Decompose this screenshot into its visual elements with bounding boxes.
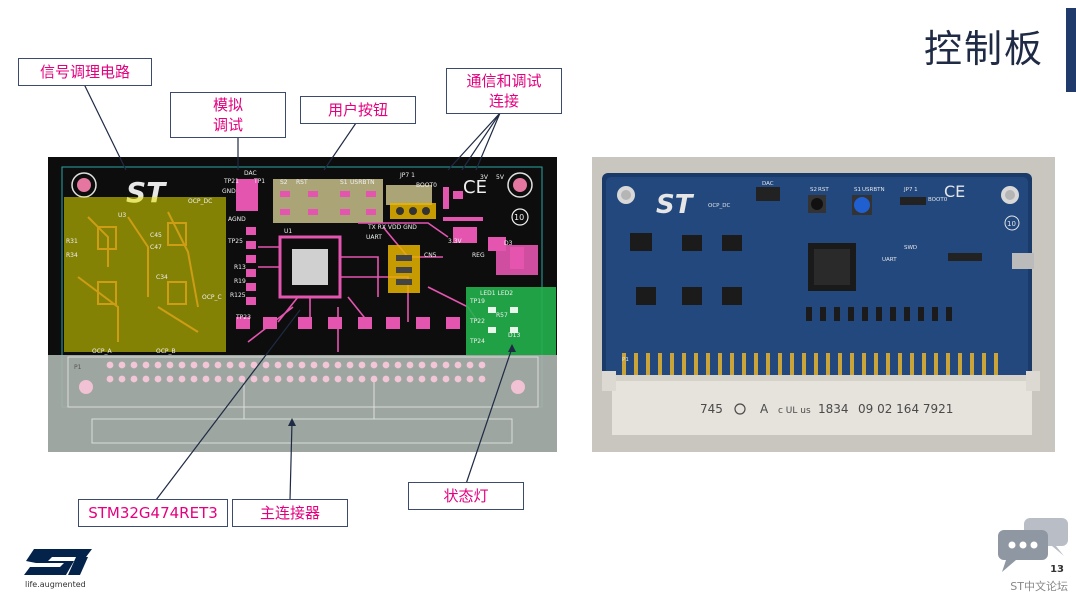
callout-analog-debug: 模拟 调试 bbox=[170, 92, 286, 138]
photo-connector-a: A bbox=[760, 402, 769, 416]
callout-user-buttons: 用户按钮 bbox=[300, 96, 416, 124]
title-accent-bar bbox=[1066, 8, 1076, 92]
pcb-layout-image: ST bbox=[48, 157, 557, 452]
pcb-label-r13: R13 bbox=[234, 264, 246, 271]
st-logo-svg bbox=[24, 549, 92, 575]
callout-status-led: 状态灯 bbox=[408, 482, 524, 510]
photo-ce-mark: CE bbox=[944, 182, 965, 201]
pcb-label-usrbtn: USRBTN bbox=[350, 179, 375, 186]
photo-label-ocp-dc: OCP_DC bbox=[708, 203, 730, 209]
pcb-label-d13: D13 bbox=[508, 332, 520, 339]
photo-label-usrbtn: USRBTN bbox=[862, 187, 885, 193]
pcb-label-uart: UART bbox=[366, 234, 382, 241]
callout-comm-debug-line1: 通信和调试 bbox=[466, 72, 542, 90]
callout-status-led-text: 状态灯 bbox=[443, 487, 489, 505]
pcb-label-r125: R125 bbox=[230, 292, 246, 299]
status-led-region bbox=[466, 287, 556, 355]
pcb-label-3v: 3V bbox=[480, 174, 489, 181]
pcb-label-tp24: TP24 bbox=[469, 338, 485, 345]
pcb-label-10: 10 bbox=[514, 213, 524, 222]
photo-connector-745: 745 bbox=[700, 402, 723, 416]
photo-label-swd: SWD bbox=[904, 245, 917, 251]
signal-conditioning-region bbox=[64, 197, 226, 352]
pcb-label-r19: R19 bbox=[234, 278, 246, 285]
photo-label-10: 10 bbox=[1007, 220, 1016, 228]
callout-signal-conditioning: 信号调理电路 bbox=[18, 58, 152, 86]
callout-analog-debug-line1: 模拟 bbox=[212, 96, 243, 114]
pcb-layout-svg: ST bbox=[48, 157, 557, 452]
photo-label-p1: P1 bbox=[622, 357, 629, 363]
pcb-label-u3: U3 bbox=[118, 212, 126, 219]
photo-label-s1: S1 bbox=[854, 187, 861, 193]
pcb-label-rst: RST bbox=[296, 179, 308, 186]
pcb-label-led-trio: LED1 LED2 bbox=[480, 290, 513, 297]
page-number: 13 bbox=[1050, 564, 1064, 575]
pcb-label-3v3: 3.3V bbox=[448, 238, 463, 245]
pcb-label-gnd: GND bbox=[222, 188, 236, 195]
callout-main-connector-text: 主连接器 bbox=[259, 504, 320, 522]
pcb-label-p1: P1 bbox=[74, 364, 82, 371]
pcb-label-s1: S1 bbox=[340, 179, 348, 186]
pcb-label-tp25: TP25 bbox=[227, 238, 243, 245]
pcb-label-ocp-b: OCP_B bbox=[156, 348, 176, 355]
photo-label-uart: UART bbox=[882, 257, 897, 263]
st-logo bbox=[22, 545, 94, 583]
pcb-label-dac: DAC bbox=[244, 170, 257, 177]
board-photo-svg: ST CE 10 74 bbox=[592, 157, 1055, 452]
board-photo: ST CE 10 74 bbox=[592, 157, 1055, 452]
pcb-label-r34: R34 bbox=[66, 252, 78, 259]
pcb-label-agnd: AGND bbox=[228, 216, 246, 223]
callout-comm-debug-line2: 连接 bbox=[488, 92, 519, 110]
pcb-label-jp71: JP7 1 bbox=[399, 172, 415, 179]
pcb-label-ocp-dc: OCP_DC bbox=[188, 198, 212, 205]
pcb-label-ocp-c: OCP_C bbox=[202, 294, 222, 301]
pcb-label-tp22: TP22 bbox=[469, 318, 485, 325]
pcb-label-tp21: TP21 bbox=[223, 178, 239, 185]
photo-label-jp7: JP7 1 bbox=[903, 187, 918, 193]
pcb-label-tp23: TP23 bbox=[235, 314, 251, 321]
pcb-label-c47: C47 bbox=[150, 244, 162, 251]
pcb-label-tx-rx: TX RX VDD GND bbox=[367, 224, 417, 231]
st-tagline: life.augmented bbox=[25, 580, 86, 589]
photo-st-logo: ST bbox=[656, 190, 695, 220]
pcb-label-u1: U1 bbox=[284, 228, 292, 235]
photo-label-rst: RST bbox=[818, 187, 829, 193]
pcb-label-bootd: BOOT0 bbox=[416, 182, 437, 189]
callout-main-connector: 主连接器 bbox=[232, 499, 348, 527]
photo-label-boot: BOOT0 bbox=[928, 197, 948, 203]
photo-label-dac: DAC bbox=[762, 181, 774, 187]
callout-mcu-text: STM32G474RET3 bbox=[88, 504, 218, 522]
callout-comm-debug: 通信和调试 连接 bbox=[446, 68, 562, 114]
photo-connector-part: 09 02 164 7921 bbox=[858, 402, 953, 416]
slide-title: 控制板 bbox=[923, 27, 1044, 71]
pcb-label-tp19: TP19 bbox=[469, 298, 485, 305]
pcb-label-s2: S2 bbox=[280, 179, 288, 186]
chat-bubble-icon bbox=[998, 518, 1068, 572]
pcb-label-c34: C34 bbox=[156, 274, 168, 281]
pcb-ce-mark: CE bbox=[463, 177, 487, 198]
photo-connector-year: 1834 bbox=[818, 402, 849, 416]
callout-analog-debug-line2: 调试 bbox=[212, 116, 243, 134]
pcb-label-tp1: TP1 bbox=[253, 178, 265, 185]
pcb-label-reg: REG bbox=[472, 252, 485, 259]
forum-label: ST中文论坛 bbox=[1010, 580, 1068, 593]
photo-connector-ul: c UL us bbox=[778, 406, 811, 416]
callout-user-buttons-text: 用户按钮 bbox=[327, 101, 388, 119]
main-connector-region bbox=[48, 355, 557, 452]
photo-label-s2: S2 bbox=[810, 187, 817, 193]
pcb-label-r57: R57 bbox=[496, 312, 508, 319]
pcb-label-d3: D3 bbox=[504, 240, 513, 247]
callout-mcu: STM32G474RET3 bbox=[78, 499, 228, 527]
pcb-label-ocp-a: OCP_A bbox=[92, 348, 113, 355]
pcb-label-c45: C45 bbox=[150, 232, 162, 239]
pcb-label-5v: 5V bbox=[496, 174, 505, 181]
callout-signal-conditioning-text: 信号调理电路 bbox=[39, 63, 130, 81]
pcb-label-cn5: CN5 bbox=[424, 252, 437, 259]
pcb-label-r31: R31 bbox=[66, 238, 78, 245]
